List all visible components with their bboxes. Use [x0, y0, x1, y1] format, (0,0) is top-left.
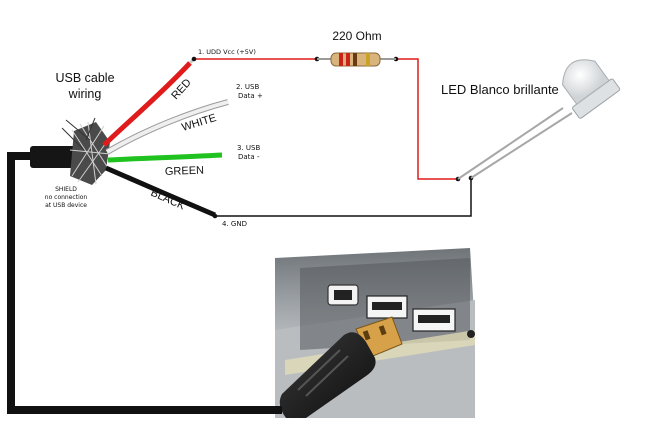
- usb-port-2: [412, 308, 456, 332]
- shield-cable-loop: [7, 152, 282, 414]
- led-label: LED Blanco brillante: [441, 82, 559, 97]
- shield-note-line-2: no connection: [45, 194, 88, 201]
- usb-plug: [279, 316, 403, 418]
- resistor-label: 220 Ohm: [332, 29, 381, 43]
- pin-2-label-line-2: Data +: [238, 92, 263, 100]
- resistor-220-ohm: [317, 52, 396, 67]
- laptop-usb-port-photo: [275, 243, 475, 418]
- wire-white: [105, 99, 229, 155]
- pin-3-label-line-2: Data -: [238, 153, 260, 161]
- usb-port-1: [366, 295, 408, 319]
- circuit-black-wire: [215, 178, 472, 217]
- wire-green: [107, 152, 223, 163]
- title-line-1: USB cable: [55, 71, 114, 85]
- shield-note-line-1: SHIELD: [55, 186, 77, 193]
- wire-black: [104, 165, 216, 218]
- wire-label-black: BLACK: [149, 187, 187, 213]
- connection-dots: [191, 56, 474, 219]
- pin-2-label-line-1: 2. USB: [236, 83, 259, 91]
- led-white: [457, 59, 621, 180]
- title-line-2: wiring: [68, 87, 102, 101]
- pin-1-label: 1. UDD Vcc (+5V): [198, 48, 256, 56]
- pin-4-label: 4. GND: [222, 220, 247, 228]
- circuit-red-wire: [194, 58, 458, 180]
- usb-cable-end: [30, 117, 111, 185]
- wire-label-green: GREEN: [165, 165, 205, 178]
- shield-note-line-3: at USB device: [45, 202, 87, 209]
- pin-3-label-line-1: 3. USB: [237, 144, 260, 152]
